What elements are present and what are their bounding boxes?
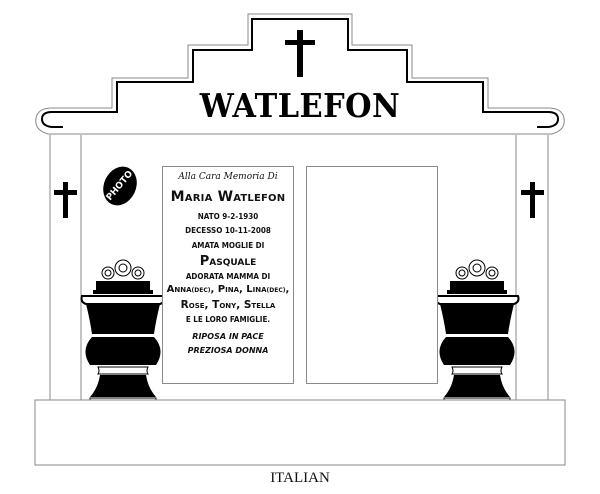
anna-note: (DEC) [191, 287, 211, 294]
top-cross-icon [285, 30, 315, 77]
base-block [34, 399, 566, 466]
death-date: DECESSO 10-11-2008 [185, 226, 271, 235]
family-name: WATLEFON [199, 86, 401, 125]
child-lina: Lina [246, 284, 267, 295]
families-line: E LE LORO FAMIGLIE. [185, 314, 271, 324]
wife-of-label: AMATA MOGLIE DI [191, 241, 265, 250]
right-cross-icon [521, 182, 544, 218]
mother-of-label: ADORATA MAMMA DI [185, 272, 271, 281]
children-line-2: Rose, Tony, Stella [180, 299, 276, 311]
precious-woman: PREZIOSA DONNA [187, 345, 269, 355]
style-label: ITALIAN [270, 470, 330, 486]
rest-in-peace: RIPOSA IN PACE [192, 331, 264, 341]
separator: , [239, 284, 247, 295]
right-vase-icon [434, 259, 520, 402]
left-vase-icon [80, 259, 166, 402]
child-anna: Anna [166, 284, 192, 295]
spouse-name: Pasquale [199, 254, 257, 269]
left-cross-icon [54, 182, 77, 218]
deceased-name: Maria Watlefon [170, 189, 286, 205]
lina-note: (DEC) [266, 287, 286, 294]
photo-oval-icon [103, 166, 137, 206]
separator: , [285, 284, 290, 295]
blank-panel [306, 166, 438, 384]
child-pina: Pina [217, 284, 239, 295]
children-line-1: Anna(DEC), Pina, Lina(DEC), [163, 285, 293, 295]
epitaph-plaque: Alla Cara Memoria Di Maria Watlefon NATO… [162, 166, 294, 384]
top-inner-line [40, 18, 560, 128]
birth-date: NATO 9-2-1930 [197, 212, 259, 221]
epitaph-intro: Alla Cara Memoria Di [178, 172, 278, 182]
separator: , [210, 284, 218, 295]
